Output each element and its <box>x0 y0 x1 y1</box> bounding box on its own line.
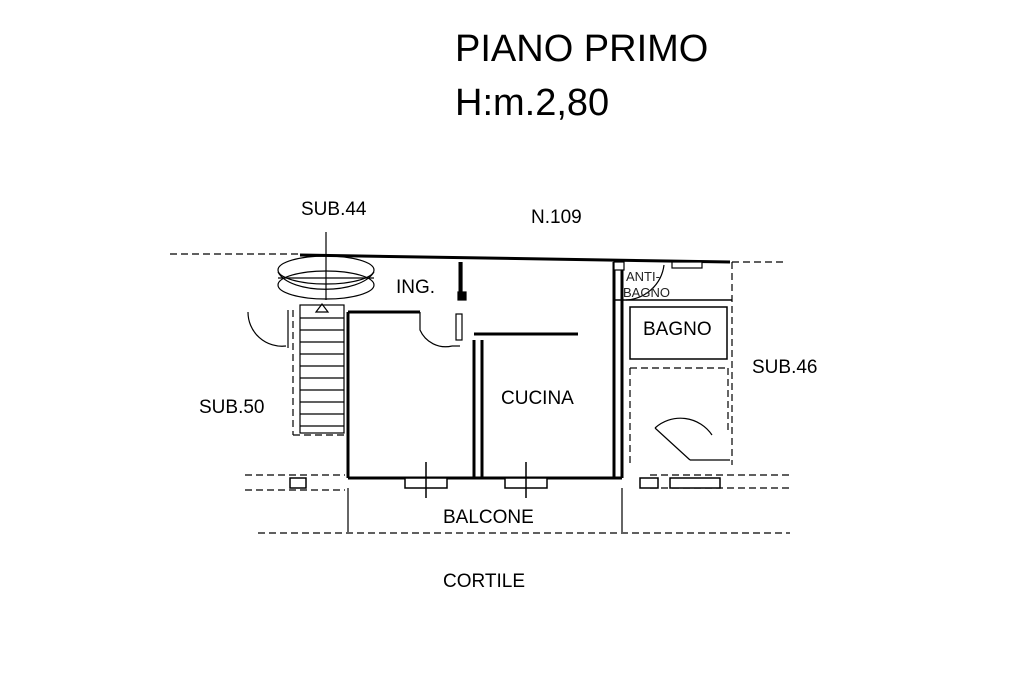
spiral-stair <box>277 232 375 300</box>
walls <box>299 253 731 480</box>
windows <box>289 462 721 498</box>
page-subtitle: H:m.2,80 <box>455 82 610 124</box>
page-title: PIANO PRIMO <box>455 28 709 70</box>
staircase <box>299 303 345 434</box>
label-balcone: BALCONE <box>443 507 534 528</box>
label-ingresso: ING. <box>396 277 436 298</box>
label-antibagno-2: BAGNO <box>623 285 670 300</box>
door-swings <box>247 264 730 461</box>
bagno-room <box>614 299 732 360</box>
balcony <box>347 488 623 532</box>
label-cucina: CUCINA <box>501 388 574 409</box>
label-antibagno-1: ANTI- <box>626 269 660 284</box>
label-sub46: SUB.46 <box>752 357 818 378</box>
label-cortile: CORTILE <box>443 571 526 592</box>
label-sub44: SUB.44 <box>301 199 367 220</box>
label-n109: N.109 <box>531 207 582 228</box>
fixtures <box>455 261 703 341</box>
boundary-lines <box>170 253 790 534</box>
label-bagno: BAGNO <box>643 319 712 340</box>
label-sub50: SUB.50 <box>199 397 265 418</box>
